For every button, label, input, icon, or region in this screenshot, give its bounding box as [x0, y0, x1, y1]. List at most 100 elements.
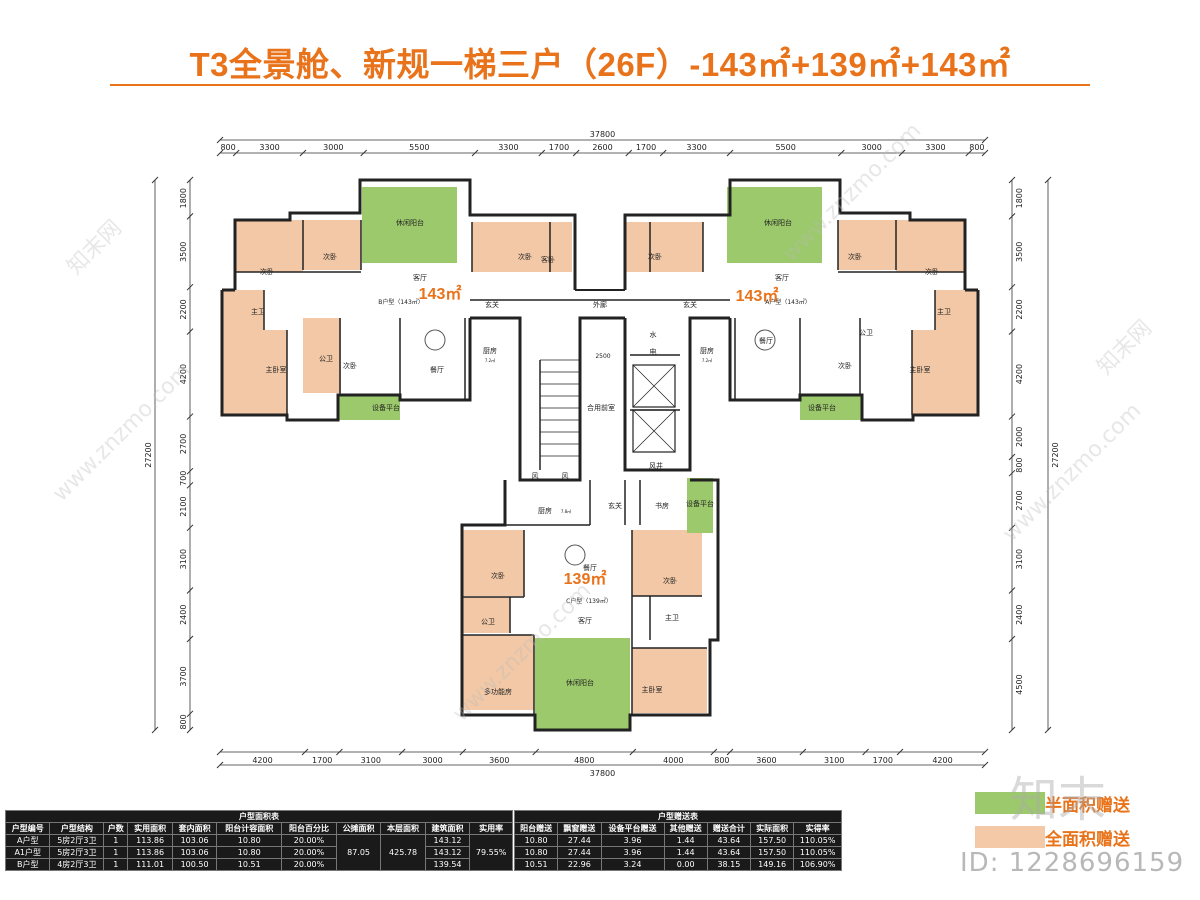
- room-label-second-bedroom: 次卧: [925, 267, 939, 276]
- table-cell: 111.01: [127, 858, 173, 871]
- leisure-balcony-fill: [362, 187, 457, 263]
- dimension-tick: [981, 149, 989, 157]
- dimension-text: 3100: [361, 756, 381, 765]
- dimension-tick: [459, 748, 467, 756]
- bedroom-fill: [896, 220, 964, 272]
- legend-swatch-half: [975, 792, 1045, 814]
- room-label-kitchen: 厨房: [700, 346, 714, 355]
- dimension-total-text: 37800: [590, 130, 615, 139]
- table-cell: 113.86: [127, 846, 173, 859]
- dimension-text: 2400: [179, 605, 188, 625]
- table-cell: 10.80: [513, 846, 559, 859]
- room-label-master-bedroom: 主卧室: [642, 685, 663, 694]
- room-label-master-bath: 主卫: [937, 307, 951, 316]
- dimension-tick: [216, 761, 224, 769]
- table-header: 公摊面积: [335, 822, 382, 835]
- dimension-text: 700: [179, 471, 188, 486]
- dimension-tick: [1008, 635, 1016, 643]
- dimension-text: 3600: [489, 756, 509, 765]
- dimension-text: 5500: [409, 143, 429, 152]
- wall: [728, 290, 980, 422]
- dimension-tick: [232, 149, 240, 157]
- dimension-text: 3300: [686, 143, 706, 152]
- table-cell: 43.64: [706, 846, 752, 859]
- dimension-tick: [1008, 413, 1016, 420]
- room-label-dining: 餐厅: [583, 563, 597, 572]
- dimension-tick: [896, 748, 904, 756]
- wall: [623, 178, 967, 290]
- dimension-tick: [981, 748, 989, 756]
- dimension-text: 800: [179, 714, 188, 729]
- dimension-tick: [216, 149, 224, 157]
- dimension-tick: [1008, 176, 1016, 184]
- dimension-text: 2200: [179, 299, 188, 319]
- table-header: 户型编号: [4, 822, 51, 835]
- room-label-corridor: 外廊: [593, 300, 607, 309]
- dimension-text: 3100: [1015, 549, 1024, 569]
- dimension-tick: [336, 748, 343, 756]
- table-header: 阳台赠送: [513, 822, 559, 835]
- room-label-kitchen-area: 7.2㎡: [485, 357, 495, 363]
- dimension-tick: [981, 761, 989, 769]
- dining-table: [754, 329, 776, 351]
- table-header: 其他赠送: [663, 822, 708, 835]
- room-label-living: 客厅: [775, 273, 789, 282]
- page-title: T3全景舱、新规一梯三户（26F）-143㎡+139㎡+143㎡: [189, 46, 1011, 83]
- dimension-tick: [186, 587, 194, 594]
- bath-fill: [935, 290, 977, 330]
- dimension-tick: [538, 149, 546, 157]
- dimension-text: 3000: [861, 143, 881, 152]
- dimension-text: 4200: [932, 756, 952, 765]
- table-header: 套内面积: [171, 822, 218, 835]
- dimension-tick: [299, 149, 307, 157]
- dimension-tick: [625, 149, 633, 157]
- table-header: 实用面积: [127, 822, 173, 835]
- table-header: 本层面积: [380, 822, 426, 835]
- room-label-kitchen: 厨房: [483, 346, 497, 355]
- table-cell: 20.00%: [281, 858, 337, 871]
- dimension-tick: [629, 748, 637, 756]
- bedroom-fill: [632, 648, 707, 713]
- table-row: 10.80 27.44 3.96 1.44 43.64 157.50 110.0…: [513, 834, 842, 847]
- room-label-dining: 餐厅: [430, 365, 444, 374]
- dimension-total-text: 27200: [1051, 442, 1060, 467]
- table-cell-merged: 425.78: [380, 834, 426, 871]
- dimension-text: 1700: [312, 756, 332, 765]
- table-cell: 103.06: [171, 834, 218, 847]
- dimension-tick: [726, 748, 734, 756]
- gift-area-table: 户型赠送表 阳台赠送 飘窗赠送 设备平台赠送 其他赠送 赠送合计 实际面积 实得…: [513, 810, 842, 871]
- elevator-cross: [632, 409, 676, 453]
- dimension-tick: [532, 748, 540, 756]
- dimension-text: 3700: [179, 666, 188, 686]
- unit-tag-c: C户型（139㎡）: [566, 597, 612, 605]
- room-label-leisure-balcony: 休闲阳台: [566, 678, 594, 687]
- room-label-second-bedroom: 次卧: [491, 571, 505, 580]
- room-label-guest-bedroom: 客卧: [541, 255, 555, 264]
- dimension-tick: [799, 748, 807, 756]
- table-cell: 38.15: [706, 858, 752, 871]
- table-cell: 143.12: [424, 834, 471, 847]
- dimension-text: 800: [220, 143, 235, 152]
- dimension-tick: [360, 149, 368, 157]
- dimension-total-text: 37800: [590, 769, 615, 778]
- dimension-text: 2700: [1015, 490, 1024, 510]
- table-cell: 110.05%: [793, 846, 842, 859]
- dimension-text: 2200: [1015, 299, 1024, 319]
- room-label-equipment-platform: 设备平台: [372, 403, 400, 412]
- table-cell: 5房2厅3卫: [49, 846, 105, 859]
- dimension-text: 1700: [636, 143, 656, 152]
- room-label-master-bath: 主卫: [665, 613, 679, 622]
- table-row: 10.51 22.96 3.24 0.00 38.15 149.16 106.9…: [513, 858, 842, 871]
- dimension-tick: [216, 748, 224, 756]
- table-cell: 1: [103, 834, 129, 847]
- walls: [220, 178, 980, 732]
- table-cell-merged: 79.55%: [469, 834, 513, 871]
- dimension-tick: [837, 149, 845, 157]
- dimension-text: 3600: [756, 756, 776, 765]
- gift-area-table-title: 户型赠送表: [514, 810, 842, 823]
- room-label-kitchen-area: 7.8㎡: [561, 508, 571, 514]
- dimension-text: 4500: [1015, 674, 1024, 694]
- dimension-tick: [726, 149, 734, 157]
- room-label-second-bedroom: 次卧: [518, 252, 532, 261]
- dimension-text: 3300: [498, 143, 518, 152]
